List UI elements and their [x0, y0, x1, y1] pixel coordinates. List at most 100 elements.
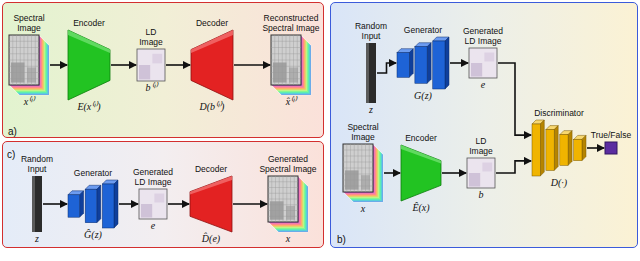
- image-patch: [139, 65, 150, 79]
- block-side: [114, 180, 118, 228]
- figure-panel: c)Random InputzGeneratorĜ(z)Generated LD…: [2, 141, 324, 248]
- block-highlight: [190, 176, 232, 194]
- block-front: [102, 184, 114, 228]
- spectral-cube: [9, 35, 49, 95]
- network-block: Generated LD Imagee: [460, 27, 506, 90]
- shape-drawing: [401, 145, 441, 201]
- grid-line: [9, 78, 39, 79]
- block-side: [427, 43, 431, 84]
- network-block: LD Imageb: [466, 137, 496, 200]
- spectral-cube: [268, 176, 308, 232]
- shape-drawing: [532, 120, 586, 176]
- image-patch: [471, 63, 482, 77]
- grid-line: [294, 176, 295, 222]
- block-front: [68, 195, 80, 217]
- encoder-trapezoid: [68, 30, 110, 100]
- grid-line: [343, 186, 373, 187]
- shape-drawing: [343, 144, 383, 202]
- block-side: [582, 135, 586, 160]
- flow-arrow: [496, 161, 531, 173]
- block-title: Spectral Image: [6, 14, 52, 35]
- math-symbol: z: [18, 232, 56, 245]
- spectral-cube: [343, 144, 383, 202]
- grid-line: [268, 204, 298, 205]
- grid-line: [289, 35, 290, 85]
- encoder-trapezoid: [401, 145, 441, 201]
- network-block: Generated Spectral Imagex: [259, 155, 317, 244]
- spectral-cube: [9, 35, 49, 95]
- grid-line: [35, 35, 36, 85]
- ld-image: [139, 189, 167, 219]
- block-body: [68, 30, 110, 100]
- block-highlight: [191, 30, 233, 53]
- block-side: [409, 49, 413, 78]
- block-front: [433, 41, 445, 89]
- network-block: DecoderD̂(e): [186, 165, 236, 245]
- spectral-cube: [271, 35, 311, 95]
- image-patch: [482, 163, 492, 172]
- shape-drawing: [139, 189, 167, 219]
- shape-drawing: [32, 176, 42, 232]
- block-title: LD Image: [136, 28, 166, 49]
- decoder-trapezoid: [191, 30, 233, 100]
- ld-face: [467, 158, 495, 188]
- shape-drawing: [137, 49, 165, 81]
- network-block: Reconstructed Spectral Imagex̂⁽ⁱ⁾: [261, 14, 321, 107]
- block-side: [80, 191, 84, 217]
- bar-side: [366, 43, 369, 103]
- math-symbol: z: [352, 103, 390, 116]
- ld-face: [139, 189, 167, 219]
- shape-drawing: [467, 158, 495, 188]
- block-front: [574, 139, 582, 160]
- shape-drawing: [68, 30, 110, 100]
- grid-line: [31, 35, 32, 85]
- network-block: DiscriminatorD(·): [529, 109, 589, 189]
- network-block: GeneratorĜ(z): [68, 169, 118, 241]
- image-patch: [152, 54, 162, 64]
- cube-face: [9, 35, 39, 85]
- grid-line: [271, 60, 301, 61]
- spectral-cube: [268, 176, 308, 232]
- encoder-trapezoid: [401, 145, 441, 201]
- shape-drawing: [68, 180, 118, 228]
- block-title: Encoder: [64, 19, 114, 30]
- block-front: [415, 47, 427, 84]
- block-title: Decoder: [186, 165, 236, 176]
- grid-line: [268, 210, 298, 211]
- flow-arrow: [377, 63, 396, 73]
- math-symbol: Ê(x): [397, 201, 445, 214]
- image-patch: [141, 204, 152, 218]
- flow-arrow: [50, 64, 67, 66]
- ld-image: [469, 48, 497, 78]
- block-highlight: [401, 145, 441, 163]
- network-block: EncoderE(x⁽ⁱ⁾): [64, 19, 114, 113]
- math-symbol: e: [130, 219, 176, 232]
- spectral-band: [344, 145, 374, 193]
- grid-line: [27, 35, 28, 85]
- grid-line: [9, 72, 39, 73]
- flow-arrow: [168, 203, 189, 205]
- bar-body: [32, 176, 42, 232]
- flow-arrow: [498, 63, 531, 135]
- block-title: LD Image: [466, 137, 496, 158]
- discriminator-blocks: [532, 120, 586, 176]
- grid-line: [365, 144, 366, 192]
- network-block: Spectral Imagex⁽ⁱ⁾: [6, 14, 52, 107]
- network-block: Random Inputz: [18, 155, 56, 244]
- generator-blocks: [397, 37, 449, 89]
- shape-drawing: [190, 176, 232, 232]
- block-title: Generated LD Image: [460, 27, 506, 48]
- panel-label: c): [7, 149, 15, 160]
- figure-panel: b)Random InputzGeneratorG(z)Generated LD…: [330, 2, 638, 248]
- block-title: Decoder: [187, 19, 237, 30]
- grid-line: [343, 180, 373, 181]
- math-symbol: D(·): [529, 176, 589, 189]
- grid-line: [286, 176, 287, 222]
- block-side: [554, 126, 558, 171]
- block-title: Reconstructed Spectral Image: [261, 14, 321, 35]
- panel-label: b): [337, 234, 346, 245]
- decoder-trapezoid: [191, 30, 233, 100]
- grid-line: [293, 35, 294, 85]
- shape-drawing: [9, 35, 49, 95]
- network-block: Random Inputz: [352, 22, 390, 115]
